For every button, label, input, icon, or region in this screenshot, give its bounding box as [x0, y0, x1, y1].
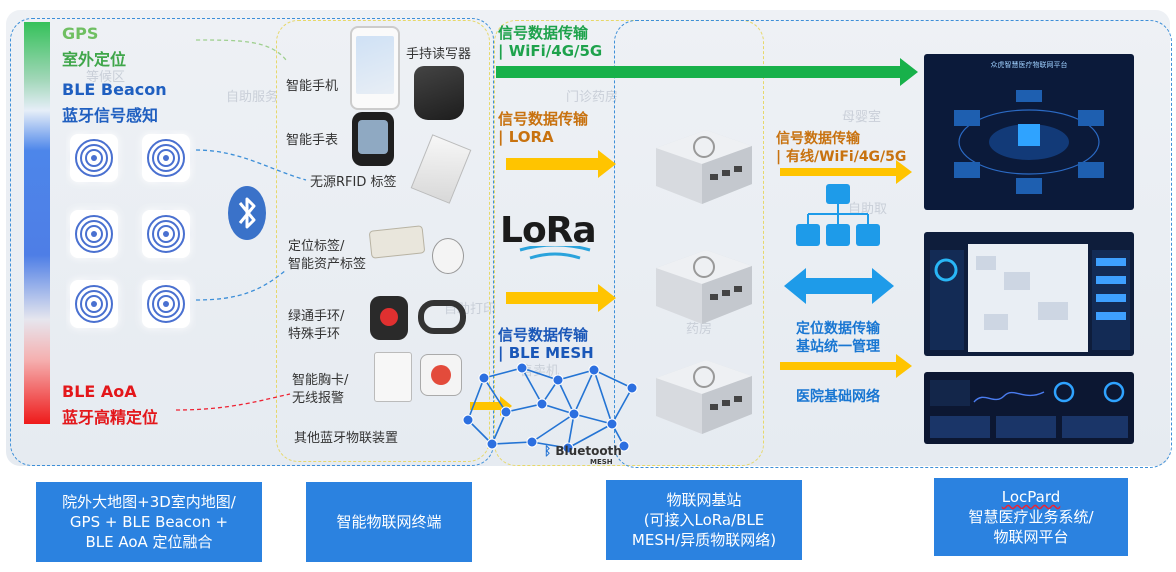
map-label: 等候区 [86, 70, 126, 85]
footer-terminal-box: 智能物联网终端 [306, 482, 472, 562]
map-label: 门诊药房 [566, 90, 619, 105]
platform-screen-2-graphic [930, 244, 1130, 352]
wifi-transmission-sub: | WiFi/4G/5G [498, 42, 603, 60]
footer-basestation-box: 物联网基站 (可接入LoRa/BLE MESH/异质物联网络) [606, 480, 802, 560]
lora-logo-text: LoRa [500, 210, 597, 251]
manage-line2: 基站统一管理 [796, 339, 880, 355]
wifi-arrow [496, 58, 918, 86]
lora-transmission-sub: | LORA [498, 128, 554, 146]
alarm-button-image [420, 354, 462, 396]
base-station-image [656, 250, 752, 324]
smartphone-label: 智能手机 [286, 79, 339, 94]
platform-screen-3-graphic [930, 380, 1128, 438]
platform-screen-3 [924, 372, 1134, 444]
network-tree-icon [796, 184, 880, 246]
map-label: 药房 [686, 322, 713, 337]
wired-transmission-title: 信号数据传输 [776, 131, 860, 147]
platform-screen-1: 众虎智慧医疗物联网平台 [924, 54, 1134, 210]
network-arrow [780, 354, 912, 378]
wifi-transmission-title: 信号数据传输 [498, 24, 589, 42]
map-label: 售卖机 [520, 364, 560, 379]
ble-beacon-title: BLE Beacon [62, 80, 167, 99]
ble-aoa-title: BLE AoA [62, 382, 137, 401]
manage-line1: 定位数据传输 [796, 321, 880, 337]
manage-double-arrow [784, 268, 894, 304]
smartwatch-label: 智能手表 [286, 133, 339, 148]
map-label: 自助服务 [226, 90, 279, 105]
rfid-tag-label: 无源RFID 标签 [310, 175, 397, 190]
gps-subtitle: 室外定位 [62, 50, 127, 69]
badge-label: 智能胸卡/ 无线报警 [292, 373, 349, 406]
ble-beacon-subtitle: 蓝牙信号感知 [62, 106, 159, 125]
mesh-network-graph [462, 362, 638, 454]
locator-tag-image [432, 238, 464, 274]
gps-title: GPS [62, 24, 99, 43]
platform-screen-1-title: 众虎智慧医疗物联网平台 [990, 61, 1068, 69]
footer-platform-box: LocPard 智慧医疗业务系统/ 物联网平台 [934, 478, 1128, 556]
smartwatch-image [352, 112, 394, 166]
device-region-border [276, 20, 490, 462]
wristband-label: 绿通手环/ 特殊手环 [288, 309, 345, 342]
bluetooth-mesh-logo: ᛒ Bluetooth [544, 444, 622, 458]
positioning-gradient-bar [24, 22, 50, 424]
lora-wave-icon [519, 246, 591, 260]
other-devices-label: 其他蓝牙物联装置 [294, 431, 399, 446]
wristband-image [370, 296, 408, 340]
mesh-transmission-title: 信号数据传输 [498, 326, 589, 344]
special-wristband-image [418, 300, 466, 334]
handheld-reader-image [414, 66, 464, 120]
bluetooth-icon [228, 186, 266, 240]
footer-basestation-text: 物联网基站 (可接入LoRa/BLE MESH/异质物联网络) [631, 491, 777, 549]
mesh-transmission-sub: | BLE MESH [498, 344, 594, 362]
smartphone-image [350, 26, 400, 110]
footer-platform-brand: LocPard [1001, 488, 1061, 506]
lora-arrow [506, 150, 616, 178]
wired-arrow [780, 160, 912, 184]
lora-transmission-title: 信号数据传输 [498, 110, 589, 128]
terminal-region-border [10, 18, 494, 466]
base-station-image [656, 360, 752, 434]
bluetooth-mesh-sub: MESH [590, 458, 613, 466]
handheld-reader-label: 手持读写器 [406, 47, 472, 62]
platform-screen-2 [924, 232, 1134, 356]
wired-transmission-sub: | 有线/WiFi/4G/5G [776, 149, 907, 165]
ble-aoa-subtitle: 蓝牙高精定位 [62, 408, 159, 427]
hospital-network-label: 医院基础网络 [796, 389, 880, 405]
platform-region-border [614, 20, 1172, 468]
smart-badge-image [374, 352, 412, 402]
footer-terminal-text: 智能物联网终端 [336, 513, 442, 531]
platform-screen-1-graphic [954, 90, 1104, 194]
bluetooth-small-icon: ᛒ [544, 444, 552, 458]
bluetooth-mesh-text: Bluetooth [555, 444, 622, 458]
base-station-image [656, 130, 752, 204]
locator-tag-label: 定位标签/ 智能资产标签 [288, 239, 367, 272]
map-label: 母婴室 [842, 110, 882, 125]
mesh-arrow-top [506, 284, 616, 312]
footer-platform-text: 智慧医疗业务系统/ 物联网平台 [968, 508, 1094, 546]
footer-positioning-box: 院外大地图+3D室内地图/ GPS + BLE Beacon + BLE AoA… [36, 482, 262, 562]
footer-positioning-text: 院外大地图+3D室内地图/ GPS + BLE Beacon + BLE AoA… [62, 493, 236, 551]
